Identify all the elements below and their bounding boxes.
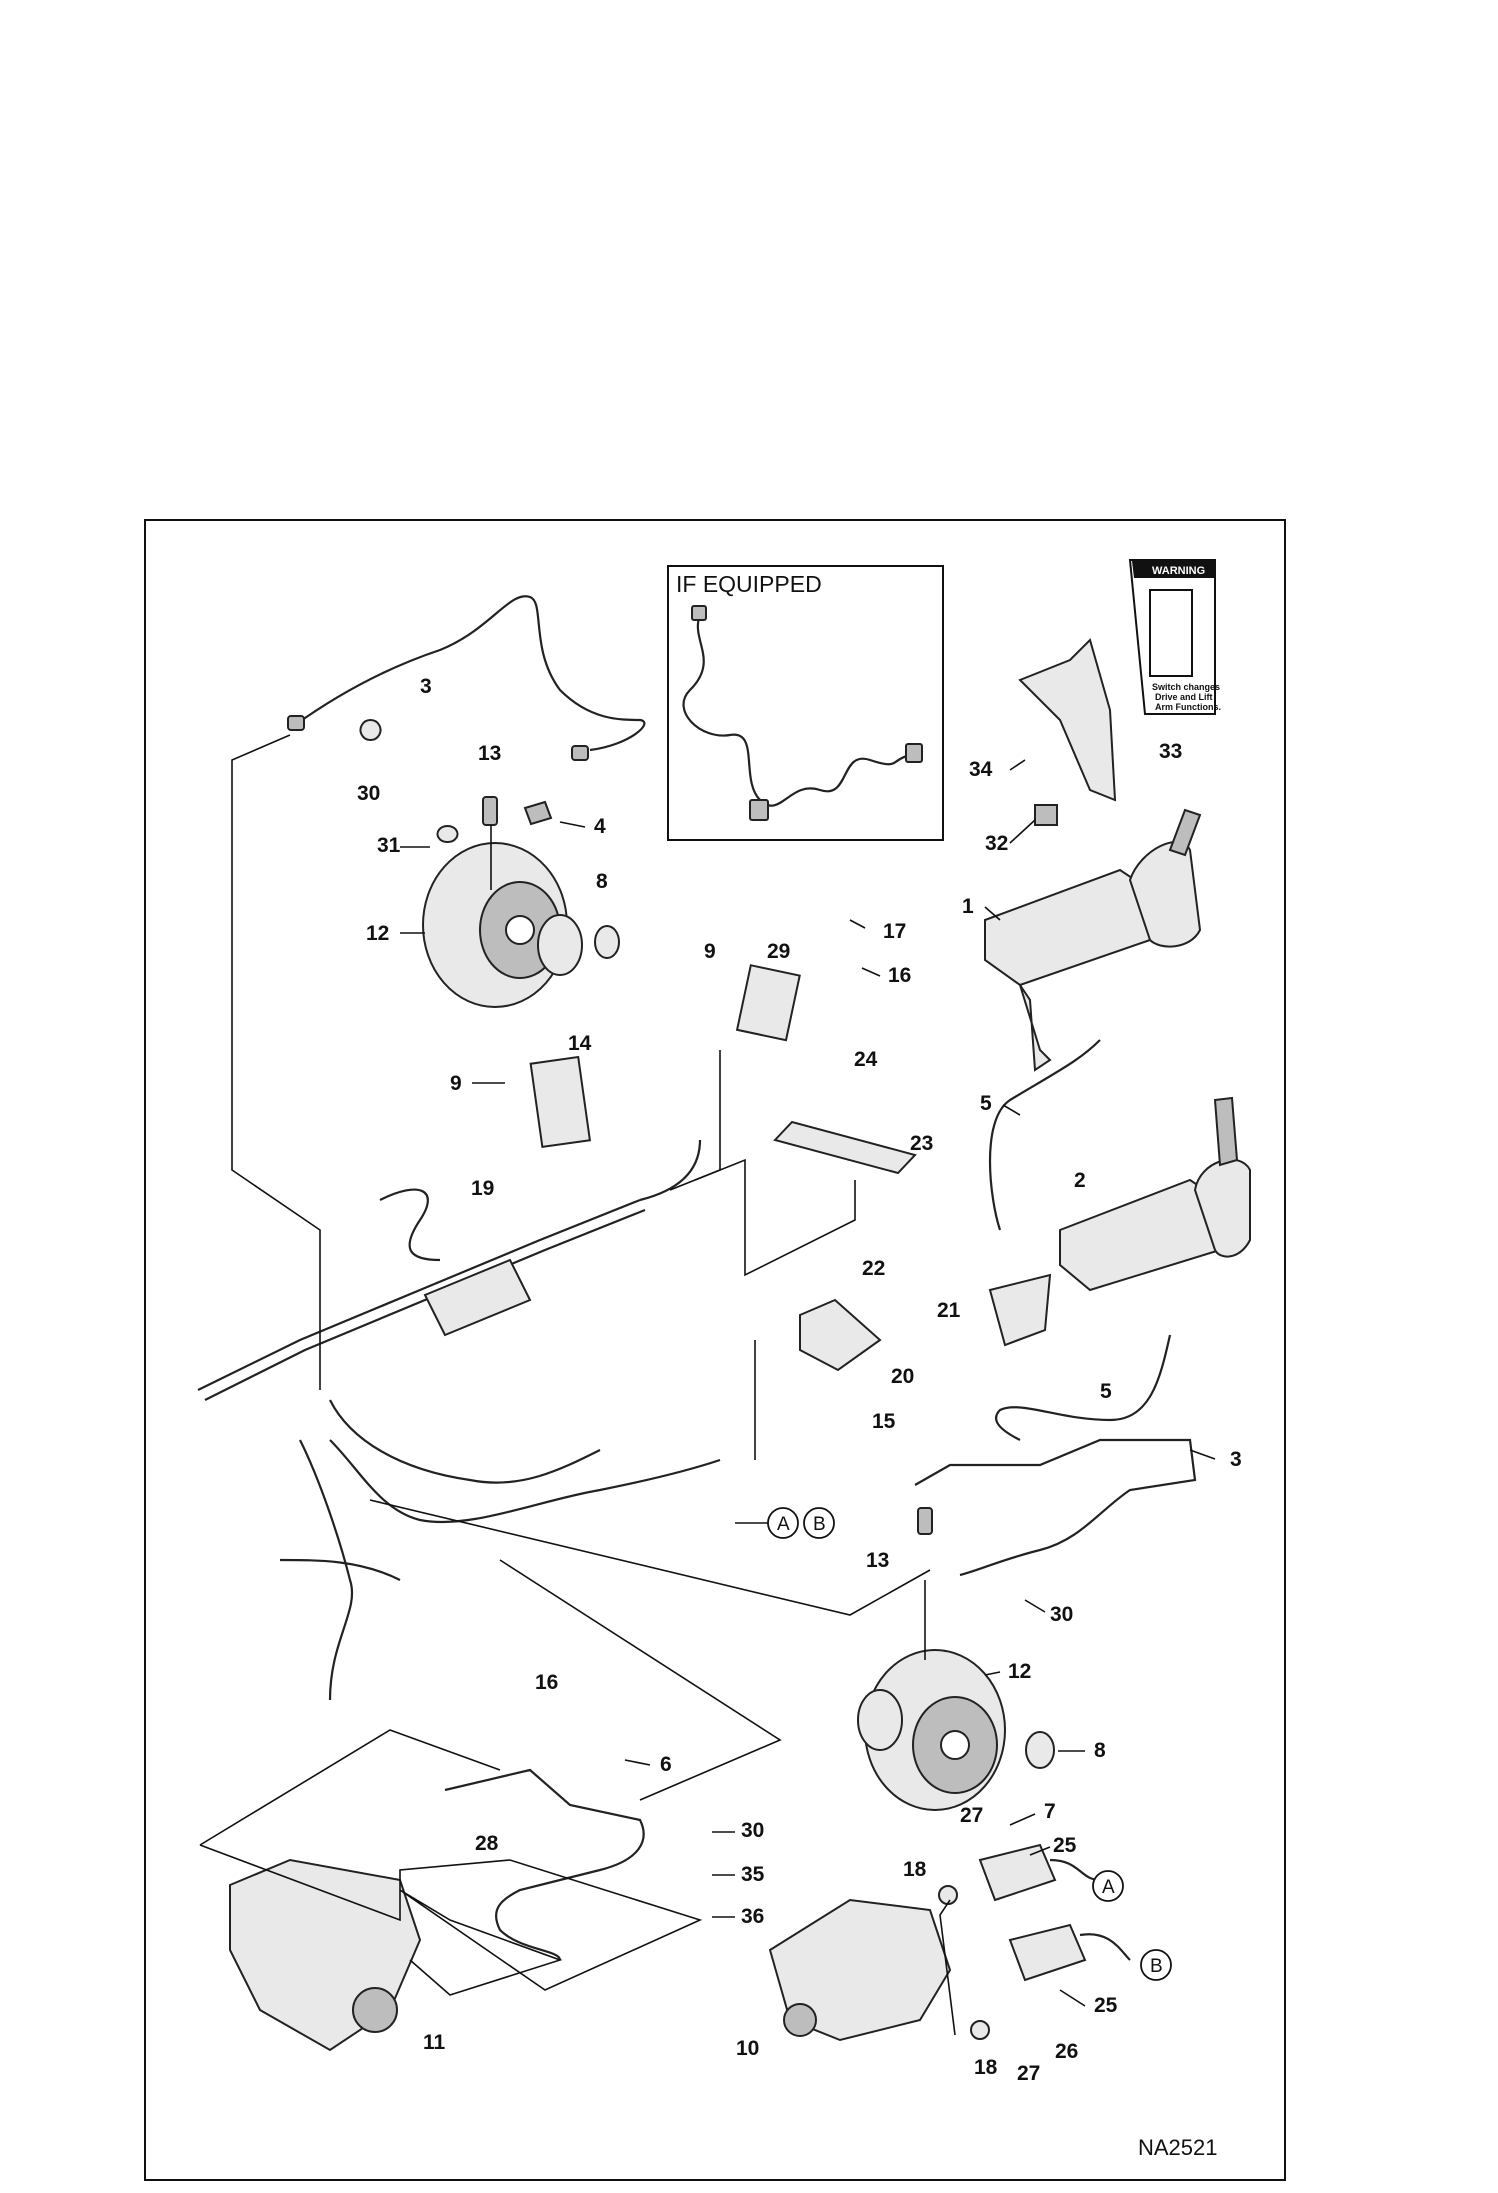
pedal-assembly xyxy=(1018,638,1117,802)
hydrostatic-pump-left xyxy=(229,1858,422,2052)
callout-4: 4 xyxy=(594,815,606,838)
callout-8-bottom: 8 xyxy=(1094,1739,1106,1762)
callout-7: 7 xyxy=(1044,1800,1056,1823)
if-equipped-inset: IF EQUIPPED xyxy=(667,565,944,841)
callout-23: 23 xyxy=(910,1132,933,1155)
reference-code: NA2521 xyxy=(1138,2135,1218,2160)
mounting-plate-23 xyxy=(773,1120,917,1175)
callout-20: 20 xyxy=(891,1365,914,1388)
decal-line-1: Switch changes xyxy=(1152,682,1220,692)
callout-31: 31 xyxy=(377,834,401,857)
callout-30-pump: 30 xyxy=(741,1819,764,1842)
callout-3-top: 3 xyxy=(420,675,432,698)
solenoid-valve-b xyxy=(1008,1923,1087,1982)
control-module xyxy=(735,964,801,1042)
callout-13-top: 13 xyxy=(478,742,501,765)
callout-30-top: 30 xyxy=(357,782,380,805)
callout-18-bottom: 18 xyxy=(974,2056,998,2079)
callout-33: 33 xyxy=(1159,740,1182,763)
diagram-frame xyxy=(144,519,1286,2181)
warning-decal: WARNING Switch changes Drive and Lift Ar… xyxy=(1128,559,1221,715)
inset-title: IF EQUIPPED xyxy=(676,571,822,597)
mounting-plate-20 xyxy=(799,1298,882,1372)
leader-lines xyxy=(199,734,956,2036)
callout-22: 22 xyxy=(862,1257,885,1280)
callout-12-top: 12 xyxy=(366,922,389,945)
callout-10: 10 xyxy=(736,2037,759,2060)
joystick-cable-upper xyxy=(988,1039,1101,1231)
callout-25-bottom: 25 xyxy=(1094,1994,1118,2017)
callout-6: 6 xyxy=(660,1753,672,1776)
hydrostatic-pump-right xyxy=(768,1898,952,2042)
callout-3-bottom: 3 xyxy=(1230,1448,1242,1471)
callout-9-top: 9 xyxy=(704,940,716,963)
harness-cable-bottom xyxy=(914,1438,1197,1577)
joystick-assembly-right xyxy=(988,1096,1251,1347)
callout-34: 34 xyxy=(969,758,993,781)
callout-27-top: 27 xyxy=(960,1804,983,1827)
callout-24: 24 xyxy=(854,1048,878,1071)
decal-line-3: Arm Functions. xyxy=(1155,702,1221,712)
callout-32: 32 xyxy=(985,832,1008,855)
controller-module xyxy=(529,1055,592,1149)
callout-8-top: 8 xyxy=(596,870,608,893)
callout-2: 2 xyxy=(1074,1169,1086,1192)
decal-header: WARNING xyxy=(1152,565,1205,577)
callout-12-bottom: 12 xyxy=(1008,1660,1031,1683)
callout-14: 14 xyxy=(568,1032,592,1055)
callout-16-top: 16 xyxy=(888,964,911,987)
callout-16-bottom: 16 xyxy=(535,1671,558,1694)
callout-25-top: 25 xyxy=(1053,1834,1077,1857)
callout-11: 11 xyxy=(423,2031,446,2054)
callout-1: 1 xyxy=(962,895,974,918)
joystick-assembly-left xyxy=(984,808,1202,1072)
callout-19: 19 xyxy=(471,1177,494,1200)
drive-motor-top xyxy=(422,842,583,1008)
marker-a-solenoid: A xyxy=(1102,1877,1115,1898)
callout-29: 29 xyxy=(767,940,790,963)
callout-30-bottom: 30 xyxy=(1050,1603,1073,1626)
callout-5-lower: 5 xyxy=(1100,1380,1112,1403)
callout-labels: 3 30 13 4 31 8 12 9 29 14 9 19 17 16 24 … xyxy=(357,675,1242,2085)
callout-26: 26 xyxy=(1055,2040,1078,2063)
drive-motor-bottom xyxy=(857,1649,1006,1811)
decal-line-2: Drive and Lift xyxy=(1155,692,1213,702)
callout-36: 36 xyxy=(741,1905,764,1928)
callout-21: 21 xyxy=(937,1299,961,1322)
main-wiring-harness xyxy=(197,1139,721,1701)
callout-27-bottom: 27 xyxy=(1017,2062,1040,2085)
connection-markers: A B A B xyxy=(735,1507,1172,1981)
joystick-cable-lower xyxy=(995,1334,1172,1441)
callout-13-bottom: 13 xyxy=(866,1549,889,1572)
marker-b-harness: B xyxy=(813,1514,826,1535)
marker-a-harness: A xyxy=(777,1514,790,1535)
callout-leaders xyxy=(400,759,1216,2007)
callout-28: 28 xyxy=(475,1832,499,1855)
callout-15: 15 xyxy=(872,1410,896,1433)
callout-9-mid: 9 xyxy=(450,1072,462,1095)
callout-35: 35 xyxy=(741,1863,765,1886)
marker-b-solenoid: B xyxy=(1150,1956,1163,1977)
callout-5-upper: 5 xyxy=(980,1092,992,1115)
callout-18-top: 18 xyxy=(903,1858,927,1881)
callout-17: 17 xyxy=(883,920,906,943)
harness-cable-top xyxy=(294,595,646,752)
pump-harness xyxy=(444,1768,645,1961)
solenoid-valve-a xyxy=(978,1843,1057,1902)
